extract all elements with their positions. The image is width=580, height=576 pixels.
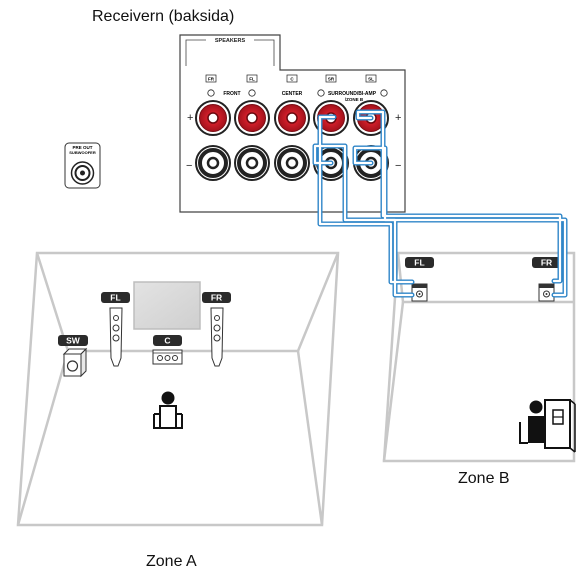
minus-right: − [395, 160, 401, 172]
zone-a-fr-speaker: FR [202, 292, 231, 367]
group-front: FRONT [223, 91, 240, 97]
zone-a-room [16, 251, 340, 527]
terminal-c-minus [274, 145, 310, 181]
tag-fl: FL [249, 77, 255, 82]
group-zone-b: /ZONE B [345, 97, 364, 102]
preout-line2: SUBWOOFER [69, 150, 96, 155]
group-surround: SURROUND/BI-AMP [328, 91, 377, 97]
terminal-fr-minus [195, 145, 231, 181]
tag-c: C [290, 77, 294, 82]
zone-a-listener-icon [153, 391, 183, 429]
minus-left: − [186, 160, 192, 172]
terminal-fl-minus [234, 145, 270, 181]
wire-d [352, 145, 568, 298]
preout-subwoofer: PRE OUT SUBWOOFER [64, 142, 101, 189]
terminal-fl-plus [234, 100, 270, 136]
zone-a-fl-speaker: FL [101, 292, 130, 367]
receiver-title: Receivern (baksida) [92, 8, 235, 25]
zone-a-sw-tag: SW [66, 336, 81, 346]
preout-line1: PRE OUT [72, 145, 92, 150]
terminal-fr-plus [195, 100, 231, 136]
terminal-c-plus [274, 100, 310, 136]
channel-markers [207, 89, 388, 97]
zone-b-label: Zone B [458, 470, 510, 487]
zone-a-fl-tag: FL [110, 293, 120, 303]
zone-a-center-speaker: C [152, 335, 183, 365]
zone-b-fr-tag: FR [541, 258, 552, 268]
zone-b-fl-tag: FL [414, 258, 424, 268]
plus-left: + [187, 112, 193, 124]
zone-a-subwoofer: SW [58, 335, 88, 378]
tag-sl: SL [368, 77, 374, 82]
zone-b-room [382, 251, 576, 463]
tv-icon [133, 281, 201, 330]
plus-right: + [395, 112, 401, 124]
zone-a-fr-tag: FR [211, 293, 222, 303]
zone-b-fr-speaker: FR [532, 257, 561, 302]
tag-sr: SR [328, 77, 335, 82]
zone-a-label: Zone A [146, 553, 197, 570]
speakers-label: SPEAKERS [215, 38, 246, 44]
zone-b-fl-speaker: FL [405, 257, 434, 302]
channel-tags: FR FL C SR SL [205, 74, 377, 83]
group-center: CENTER [282, 91, 303, 97]
zone-b-listener-icon [519, 399, 576, 453]
zone-a-c-tag: C [164, 336, 170, 346]
tag-fr: FR [208, 77, 215, 82]
